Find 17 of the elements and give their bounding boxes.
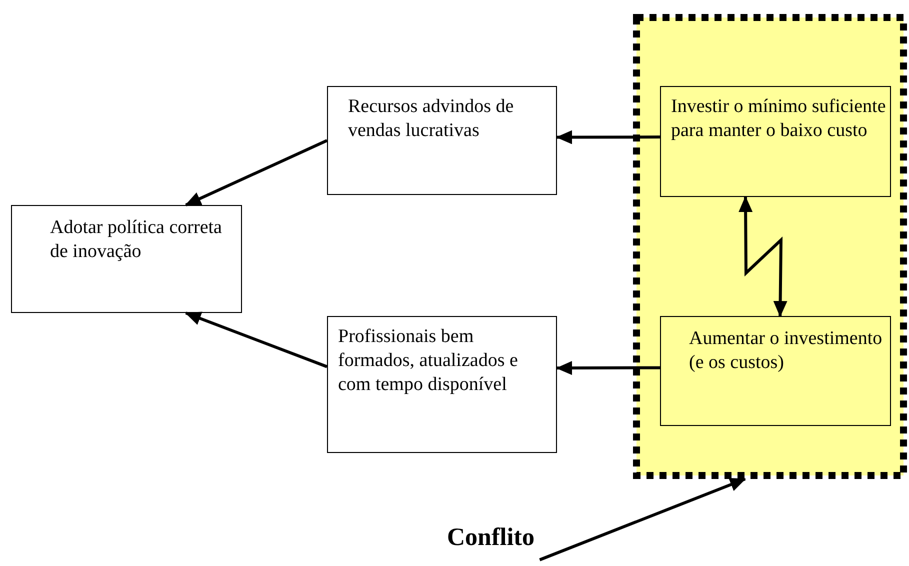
process-box [11, 205, 242, 313]
arrow [184, 139, 328, 206]
process-box [327, 86, 557, 195]
conflict-label: Conflito [447, 523, 534, 553]
box-text: Profissionais bem formados, atualizados e com tempo disponível [338, 325, 519, 397]
box-text: Adotar política correta de inovação [50, 216, 223, 264]
box-text: Recursos advindos de vendas lucrativas [348, 95, 515, 143]
box-text: Aumentar o investimento (e os custos) [689, 327, 884, 375]
process-box [327, 316, 557, 453]
arrow [539, 478, 746, 562]
arrow [184, 312, 328, 368]
arrow [738, 196, 788, 317]
process-box [660, 316, 891, 426]
process-box [660, 86, 891, 197]
arrow [556, 361, 660, 375]
box-text: Investir o mínimo suficiente para manter o baixo custo [671, 95, 886, 143]
arrow [556, 130, 660, 144]
